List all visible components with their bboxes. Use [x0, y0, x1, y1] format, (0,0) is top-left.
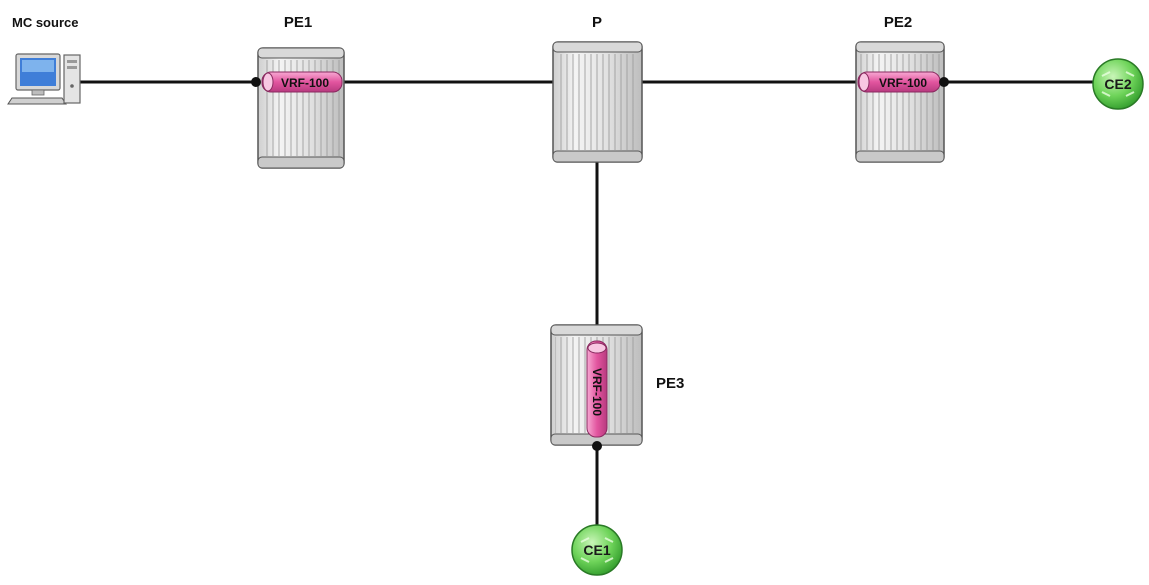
ce2-node: CE2 [1092, 58, 1144, 110]
mc-source: MC source [7, 15, 81, 105]
port-dot-pe1 [251, 77, 261, 87]
ce-router-icon [571, 524, 623, 576]
desktop-computer-icon [7, 53, 81, 105]
p-label: P [592, 14, 602, 31]
ce1-label: CE1 [583, 542, 610, 558]
ce-router-icon [1092, 58, 1144, 110]
router-pe1: PE1 VRF-100 [251, 14, 345, 169]
vrf-label-pe2: VRF-100 [879, 76, 927, 90]
pe2-label: PE2 [884, 14, 912, 31]
port-dot-pe2 [939, 77, 949, 87]
router-icon [855, 41, 945, 163]
vrf-label-pe3: VRF-100 [590, 368, 604, 416]
vrf-100-tube-pe2: VRF-100 [857, 71, 941, 93]
ce2-label: CE2 [1104, 76, 1131, 92]
router-icon [257, 47, 345, 169]
mc-source-label: MC source [12, 15, 78, 30]
router-icon [552, 41, 643, 163]
router-p: P [552, 14, 643, 163]
router-pe3: PE3 VRF-100 [550, 324, 684, 451]
links [80, 80, 1095, 525]
vrf-label-pe1: VRF-100 [281, 76, 329, 90]
vrf-100-tube-pe3: VRF-100 [586, 340, 608, 438]
vrf-100-tube-pe1: VRF-100 [261, 71, 343, 93]
pe1-label: PE1 [284, 14, 312, 31]
ce1-node: CE1 [571, 524, 623, 576]
router-pe2: PE2 VRF-100 [855, 14, 949, 163]
port-dot-pe3 [592, 441, 602, 451]
pe3-label: PE3 [656, 375, 684, 392]
